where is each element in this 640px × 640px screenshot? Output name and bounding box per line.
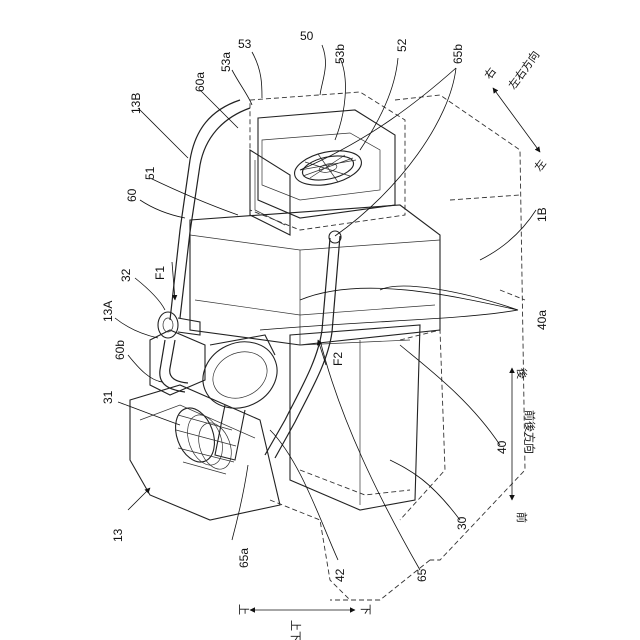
label-F1: F1 xyxy=(153,266,167,280)
label-52: 52 xyxy=(395,38,409,52)
label-40a: 40a xyxy=(535,310,549,330)
main-block-40 xyxy=(190,205,440,345)
arrow-13 xyxy=(128,488,150,510)
label-left: 左 xyxy=(532,157,549,174)
label-60a: 60a xyxy=(193,72,207,92)
label-32: 32 xyxy=(119,268,133,282)
vehicle-body-1b xyxy=(330,95,525,600)
label-1B: 1B xyxy=(535,207,549,222)
direction-left-right xyxy=(493,88,540,152)
label-right: 右 xyxy=(481,65,499,82)
label-down: 下 xyxy=(359,604,371,615)
label-53a: 53a xyxy=(219,52,233,72)
label-40: 40 xyxy=(495,440,509,454)
main-block-30 xyxy=(290,325,420,510)
filter-31 xyxy=(169,403,238,474)
label-31: 31 xyxy=(101,390,115,404)
label-up: 上 xyxy=(237,604,250,615)
label-50: 50 xyxy=(300,29,314,43)
leader-lines xyxy=(115,45,536,570)
fan-53b xyxy=(291,145,364,190)
label-13B: 13B xyxy=(129,93,143,114)
label-42: 42 xyxy=(333,568,347,582)
label-rear: 後 xyxy=(515,368,529,379)
label-front: 前 xyxy=(515,512,529,523)
label-left-right-direction: 左右方向 xyxy=(505,48,542,92)
label-51: 51 xyxy=(143,166,157,180)
label-13: 13 xyxy=(111,528,125,542)
direction-labels: 右 左右方向 左 後 前後方向 前 上 上下方向 下 xyxy=(237,48,549,640)
label-up-down-direction: 上下方向 xyxy=(289,620,303,640)
label-13A: 13A xyxy=(101,301,115,322)
label-53: 53 xyxy=(238,37,252,51)
label-60: 60 xyxy=(125,188,139,202)
label-front-rear-direction: 前後方向 xyxy=(523,410,537,454)
label-30: 30 xyxy=(455,516,469,530)
label-53b: 53b xyxy=(333,44,347,64)
label-65a: 65a xyxy=(237,548,251,568)
label-60b: 60b xyxy=(113,340,127,360)
label-65b: 65b xyxy=(451,44,465,64)
label-65: 65 xyxy=(415,568,429,582)
label-F2: F2 xyxy=(331,352,345,366)
